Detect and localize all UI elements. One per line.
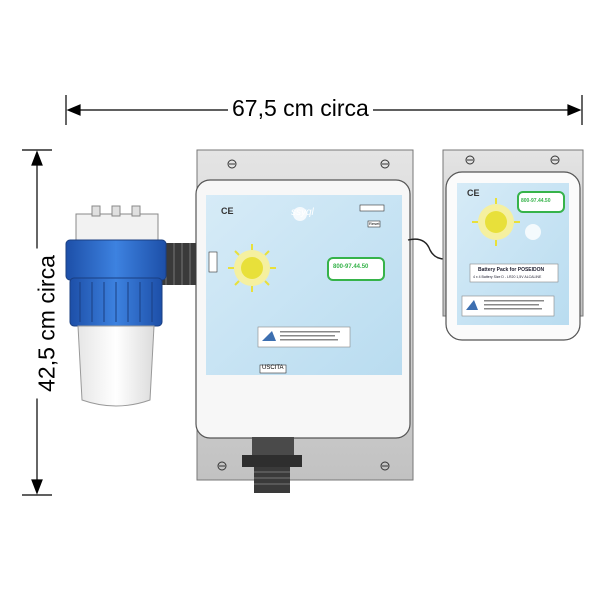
height-dimension-label: 42,5 cm circa: [33, 248, 61, 399]
battery-ce-mark: CE: [467, 188, 480, 198]
outlet-connector: [242, 437, 302, 493]
battery-subtitle: 4 x 4 Battery Size D - LR20 1,5V ALCALIN…: [473, 275, 542, 279]
main-unit: [195, 179, 411, 439]
main-ce-mark: CE: [221, 206, 234, 216]
battery-phone: 800-97.44.50: [521, 198, 551, 204]
battery-title: Battery Pack for POSEIDON: [478, 267, 545, 273]
battery-phone-badge: [517, 191, 565, 213]
main-brand: ssyql: [291, 207, 314, 218]
sun-logo-icon: [228, 244, 276, 292]
reset-button-box: [367, 220, 381, 228]
phone-badge: [327, 257, 385, 281]
outlet-label-box: [259, 364, 287, 374]
battery-pack: [442, 149, 584, 341]
main-phone: 800-97.44.50: [333, 264, 369, 270]
width-dimension-label: 67,5 cm circa: [228, 95, 373, 122]
battery-sun-logo-icon: [472, 198, 520, 246]
water-filter: [65, 205, 167, 407]
main-outlet-label: USCITA: [262, 365, 284, 371]
main-reset-label[interactable]: Reset: [369, 221, 380, 226]
